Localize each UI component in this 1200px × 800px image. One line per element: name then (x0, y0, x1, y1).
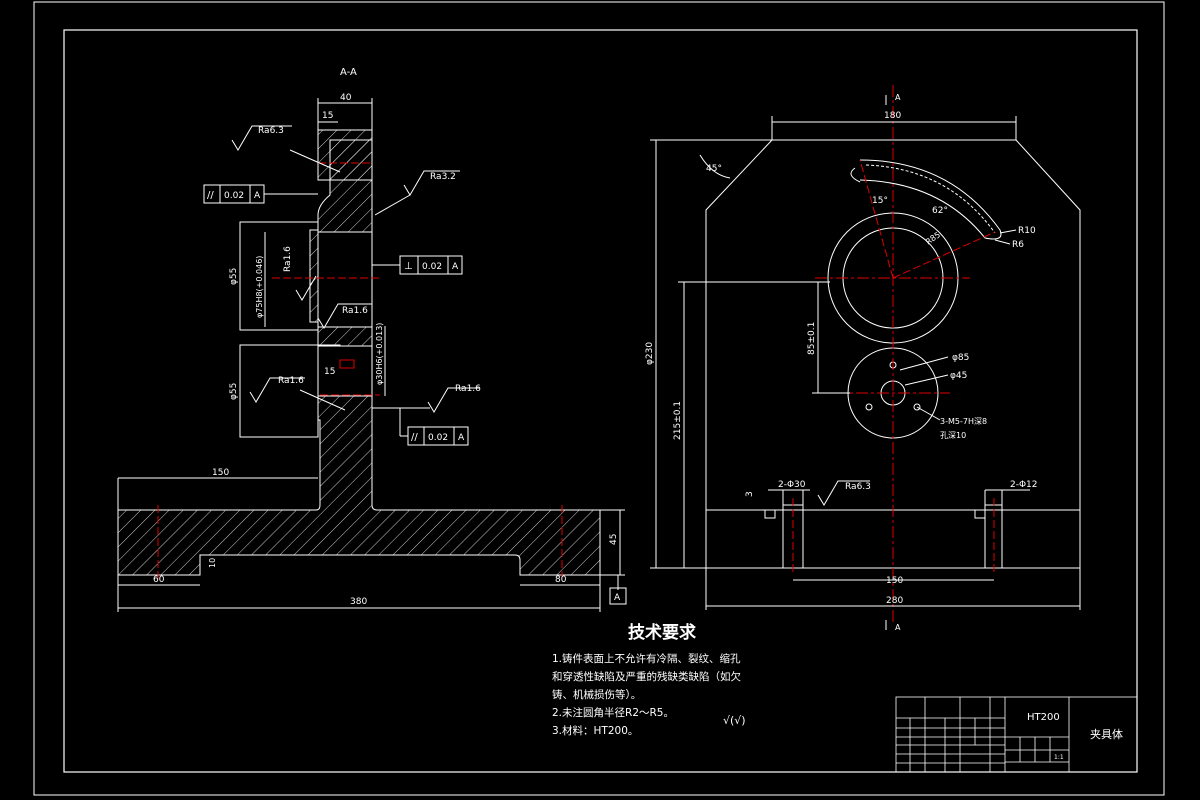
section-marker-bottom: A (895, 623, 901, 632)
tol2-value: 0.02 (422, 262, 442, 272)
tech-line-1: 1.铸件表面上不允许有冷隔、裂纹、缩孔 (552, 653, 741, 665)
tol1-datum: A (254, 191, 261, 201)
front-d3: 3 (745, 491, 755, 497)
front-dim-180: 180 (884, 111, 901, 121)
front-dim-150: 150 (886, 576, 903, 586)
dim-150: 150 (212, 468, 229, 478)
front-ra: Ra6.3 (845, 482, 871, 492)
roughness-5: Ra1.6 (278, 376, 304, 386)
dim-15b: 15 (324, 367, 335, 377)
title-material: HT200 (1027, 712, 1060, 723)
front-angle15: 15° (872, 196, 888, 206)
tech-line-3: 铸、机械损伤等）。 (552, 689, 642, 701)
dim-phi30: φ30H6(+0.013) (375, 323, 384, 385)
section-view: A-A 40 15 15 150 380 60 80 10 45 (117, 67, 627, 612)
dim-40: 40 (340, 93, 352, 103)
section-marker-top: A (895, 93, 901, 102)
roughness-6: Ra1.6 (455, 384, 481, 394)
title-block: HT200 夹具体 1:1 (895, 696, 1138, 773)
front-phi230: φ230 (645, 342, 655, 365)
datum-a: A (614, 593, 621, 603)
tol3-datum: A (458, 433, 465, 443)
dim-60: 60 (153, 575, 165, 585)
tol1-symbol: // (207, 190, 214, 201)
front-hole30: 2-Φ30 (778, 480, 806, 490)
title-scale: 1:1 (1054, 754, 1064, 761)
title-part-name: 夹具体 (1090, 727, 1123, 741)
roughness-2: Ra3.2 (430, 172, 456, 182)
tol3-symbol: // (411, 432, 418, 443)
tech-requirements-notes: 1.铸件表面上不允许有冷隔、裂纹、缩孔 和穿透性缺陷及严重的残缺类缺陷（如欠 铸… (552, 650, 741, 740)
front-view: A A 180 45° 15° 62° R85 (645, 85, 1081, 632)
dim-380: 380 (350, 597, 367, 607)
front-r10: R10 (1018, 226, 1036, 236)
inner-border (63, 29, 1138, 773)
dim-80: 80 (555, 575, 567, 585)
tech-requirements-title: 技术要求 (628, 623, 696, 643)
front-phi85: φ85 (952, 353, 969, 363)
front-d215: 215±0.1 (673, 401, 683, 440)
tol1-value: 0.02 (224, 191, 244, 201)
front-angle62: 62° (932, 206, 948, 216)
front-phi45: φ45 (950, 371, 967, 381)
tech-line-2: 和穿透性缺陷及严重的残缺类缺陷（如欠 (552, 671, 741, 683)
section-title: A-A (340, 67, 357, 78)
roughness-1: Ra6.3 (258, 126, 284, 136)
dim-phi55b: φ55 (229, 383, 239, 400)
tech-line-4: 2.未注圆角半径R2～R5。 (552, 707, 674, 719)
tol2-symbol: ⊥ (404, 261, 413, 272)
roughness-note: √(√) (723, 714, 746, 727)
tol2-datum: A (452, 262, 459, 272)
dim-45: 45 (609, 534, 619, 545)
front-holes2: 孔深10 (940, 431, 966, 440)
arc-slot (850, 159, 1002, 240)
dim-phi75: φ75H8(+0.046) (255, 256, 264, 318)
dim-10: 10 (208, 558, 217, 568)
dim-15a: 15 (322, 111, 333, 121)
tech-line-5: 3.材料：HT200。 (552, 725, 639, 737)
front-angle45: 45° (706, 164, 722, 174)
tol3-value: 0.02 (428, 433, 448, 443)
front-r6: R6 (1012, 240, 1024, 250)
dim-phi55a: φ55 (229, 268, 239, 285)
roughness-3: Ra1.6 (283, 246, 293, 272)
front-d85: 85±0.1 (807, 322, 817, 355)
roughness-4: Ra1.6 (342, 306, 368, 316)
front-hole12: 2-Φ12 (1010, 480, 1038, 490)
front-holes: 3-M5-7H深8 (940, 417, 987, 426)
outer-border (33, 1, 1165, 796)
front-dim-280: 280 (886, 596, 903, 606)
